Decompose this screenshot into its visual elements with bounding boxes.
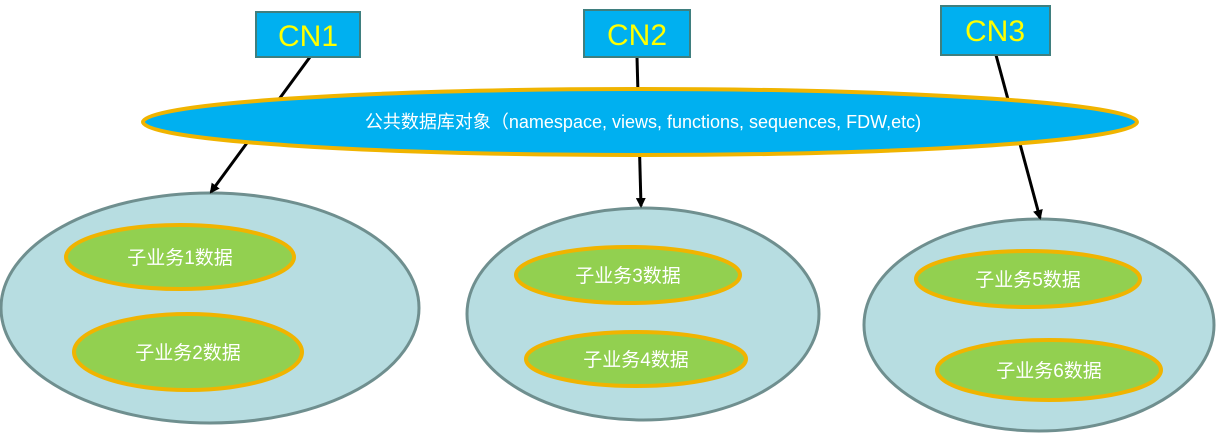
cn3-box [940, 5, 1051, 56]
group-2-ellipse [465, 206, 821, 422]
biz-4-ellipse [524, 330, 748, 388]
biz-5-label: 子业务5数据 [975, 269, 1081, 291]
biz-1-label: 子业务1数据 [127, 247, 233, 269]
biz-3-ellipse [514, 245, 742, 305]
biz-2-ellipse [72, 312, 304, 392]
cn3-label: CN3 [965, 15, 1025, 48]
cn1-box [255, 11, 361, 58]
biz-5-ellipse [914, 249, 1142, 309]
biz-2-label: 子业务2数据 [135, 342, 241, 364]
cn1-label: CN1 [278, 20, 338, 53]
shared-objects-label: 公共数据库对象（namespace, views, functions, seq… [365, 112, 921, 132]
biz-6-ellipse [935, 338, 1163, 402]
cn2-label: CN2 [607, 19, 667, 52]
biz-1-ellipse [64, 223, 296, 291]
biz-6-label: 子业务6数据 [996, 360, 1102, 382]
shared-objects-ellipse [141, 87, 1139, 157]
biz-4-label: 子业务4数据 [583, 349, 689, 371]
biz-3-label: 子业务3数据 [575, 265, 681, 287]
cn2-box [583, 9, 691, 58]
